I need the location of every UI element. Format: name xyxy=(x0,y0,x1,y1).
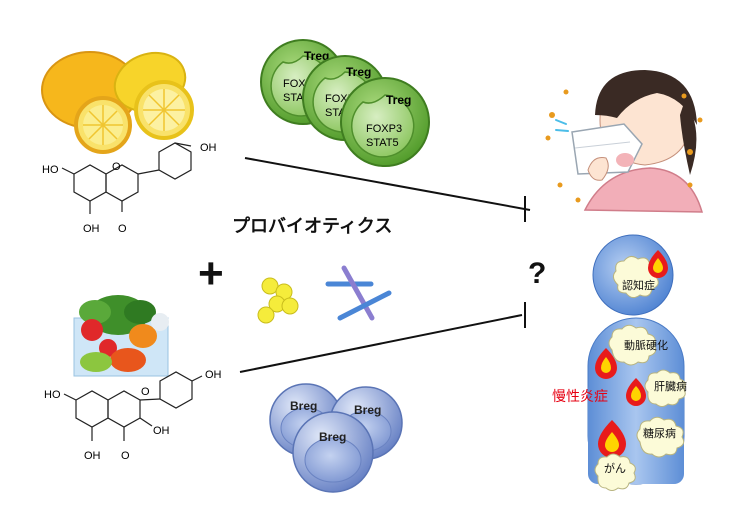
top-molecule xyxy=(61,142,192,214)
breg-label: Breg xyxy=(354,403,381,417)
bottom-molecule-ho-left: HO xyxy=(44,389,61,401)
bacteria-cocci xyxy=(257,277,299,324)
inhibition-arrow-bottom xyxy=(239,302,526,373)
chronic-inflammation-label: 慢性炎症 xyxy=(552,388,608,404)
bottom-molecule xyxy=(63,371,203,441)
bottom-molecule-ring-o: O xyxy=(141,386,150,398)
probiotics-title: プロバイオティクス xyxy=(232,215,392,236)
disease-diabetes: 糖尿病 xyxy=(598,416,685,458)
plus-symbol: + xyxy=(198,249,224,298)
disease-cancer: がん xyxy=(594,453,636,491)
disease-label: 動脈硬化 xyxy=(624,338,668,352)
breg-label: Breg xyxy=(319,430,346,444)
bottom-molecule-oh-mid: OH xyxy=(153,425,170,437)
inhibition-arrow-top xyxy=(244,157,531,222)
breg-label: Breg xyxy=(290,399,317,413)
treg-label: Treg xyxy=(304,49,329,63)
question-mark: ? xyxy=(528,257,546,290)
top-molecule-carbonyl: O xyxy=(118,223,127,235)
dementia-label: 認知症 xyxy=(622,278,655,292)
disease-label: がん xyxy=(604,461,626,475)
treg-marker: FOXP3 xyxy=(366,123,402,135)
treg-label: Treg xyxy=(346,65,371,79)
disease-label: 糖尿病 xyxy=(643,426,676,440)
top-molecule-oh-right: OH xyxy=(200,142,217,154)
sneezing-person-illustration xyxy=(545,70,703,213)
bottom-molecule-carbonyl: O xyxy=(121,450,130,462)
disease-atherosclerosis: 動脈硬化 xyxy=(595,324,668,379)
breg-cell-3: Breg xyxy=(292,411,374,493)
lemon-illustration xyxy=(41,51,194,154)
bottom-molecule-oh-bottom: OH xyxy=(84,450,101,462)
top-molecule-ring-o: O xyxy=(112,161,121,173)
disease-label: 肝臓病 xyxy=(654,379,687,393)
vegetable-illustration xyxy=(73,295,169,377)
bacteria-rods xyxy=(325,265,392,321)
dementia-blob xyxy=(592,234,674,316)
top-molecule-ho-left: HO xyxy=(42,164,59,176)
bottom-molecule-oh-right: OH xyxy=(205,369,222,381)
treg-label: Treg xyxy=(386,93,411,107)
treg-cell-3: Treg FOXP3 STAT5 xyxy=(340,77,430,167)
flame-icon xyxy=(648,250,668,278)
top-molecule-oh-bottom: OH xyxy=(83,223,100,235)
treg-marker: STAT5 xyxy=(366,137,399,149)
disease-liver: 肝臓病 xyxy=(626,369,687,407)
